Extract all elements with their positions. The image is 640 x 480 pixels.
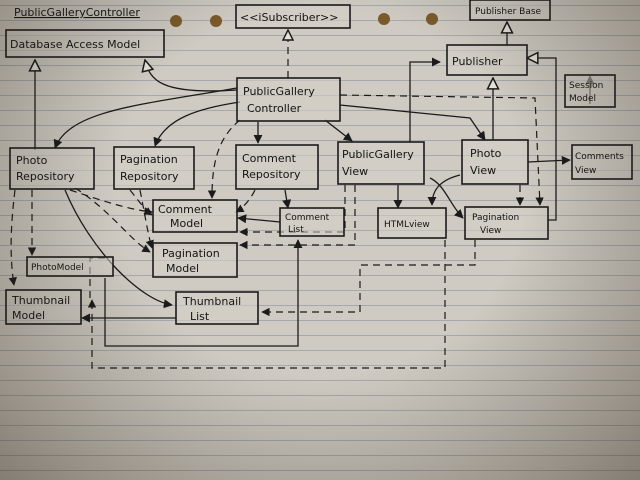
- gallery-view-pagination: [429, 177, 464, 219]
- binder-holes: [170, 13, 438, 27]
- pagination-repo-pagination-model: [139, 189, 154, 249]
- box-database-access-model: Database Access Model: [5, 29, 165, 58]
- svg-text:List: List: [190, 310, 210, 323]
- ctrl-comment-model: [207, 119, 241, 199]
- svg-text:Thumbnail: Thumbnail: [182, 295, 241, 308]
- box-pagination-view: Pagination View: [464, 206, 549, 240]
- photo-repo-thumbnail-list: [64, 189, 173, 309]
- pagination-view-extends-publisher: [527, 58, 557, 221]
- gallery-view-comment-list: [239, 185, 356, 250]
- photo-repo-comment-model: [69, 189, 153, 216]
- pagination-view-thumbnail-model: [87, 240, 446, 369]
- photo-repo-thumbnail-model: [8, 189, 17, 286]
- svg-text:Repository: Repository: [242, 168, 301, 181]
- svg-text:Model: Model: [12, 309, 45, 322]
- controller-extends-db: [145, 60, 238, 92]
- gallery-view-publisher: [409, 57, 441, 142]
- svg-text:Session: Session: [569, 81, 603, 91]
- box-publisher-base: Publisher Base: [469, 0, 551, 21]
- svg-text:Model: Model: [166, 262, 199, 275]
- svg-text:Controller: Controller: [247, 102, 302, 115]
- svg-text:Pagination: Pagination: [120, 153, 178, 166]
- ctrl-pagination-view: [339, 94, 544, 206]
- ctrl-gallery-view: [324, 119, 353, 142]
- svg-text:Pagination: Pagination: [162, 247, 220, 260]
- svg-text:HTMLview: HTMLview: [384, 220, 430, 230]
- svg-text:Model: Model: [170, 217, 203, 230]
- photo-view-comments: [527, 155, 571, 165]
- box-html-view: HTMLview: [377, 207, 447, 239]
- svg-text:Photo: Photo: [470, 147, 502, 160]
- svg-text:View: View: [342, 165, 368, 178]
- svg-text:Comment: Comment: [285, 213, 330, 223]
- svg-text:View: View: [470, 164, 496, 177]
- svg-text:View: View: [480, 226, 501, 236]
- ctrl-photo-view: [339, 104, 486, 141]
- svg-text:Comment: Comment: [242, 152, 297, 165]
- comment-list-comment-model: [237, 214, 281, 224]
- svg-text:Comment: Comment: [158, 203, 213, 216]
- box-pagination-repository: Pagination Repository: [113, 146, 195, 190]
- comment-repo-comment-list: [282, 189, 292, 209]
- box-thumbnail-model: Thumbnail Model: [5, 289, 82, 325]
- box-isubscriber: <<iSubscriber>>: [235, 4, 351, 29]
- connectors: [8, 22, 595, 369]
- box-comment-list: Comment List: [279, 207, 345, 237]
- svg-text:Repository: Repository: [120, 170, 179, 183]
- svg-text:Database Access Model: Database Access Model: [10, 38, 140, 51]
- box-public-gallery-controller: PublicGallery Controller: [236, 77, 341, 122]
- svg-text:Photo: Photo: [16, 154, 48, 167]
- svg-text:<<iSubscriber>>: <<iSubscriber>>: [240, 11, 339, 24]
- gallery-view-comment-model: [239, 185, 346, 237]
- box-photo-view: Photo View: [461, 139, 529, 185]
- diagram-title: PublicGalleryController: [14, 6, 140, 19]
- box-comment-repository: Comment Repository: [235, 144, 319, 190]
- box-photo-repository: Photo Repository: [9, 147, 95, 190]
- box-photo-model: PhotoModel: [26, 256, 114, 277]
- pagination-view-thumbnail-list: [261, 240, 476, 317]
- photo-repo-pagination-model: [74, 187, 151, 253]
- box-thumbnail-list: Thumbnail List: [175, 291, 259, 325]
- box-comment-model: Comment Model: [152, 199, 238, 233]
- svg-text:List: List: [288, 225, 304, 235]
- comment-repo-comment-model: [235, 189, 256, 213]
- box-pagination-model: Pagination Model: [152, 242, 238, 278]
- ctrl-photo-repo: [53, 87, 238, 149]
- box-session-model: Session Model: [564, 74, 616, 108]
- svg-text:View: View: [575, 166, 596, 176]
- ctrl-pagination-repo: [153, 101, 241, 147]
- box-public-gallery-view: PublicGallery View: [337, 141, 425, 185]
- svg-text:Publisher: Publisher: [452, 55, 503, 68]
- thumbnail-list-comment-list: [104, 239, 303, 347]
- svg-text:Model: Model: [569, 94, 596, 104]
- svg-text:Repository: Repository: [16, 170, 75, 183]
- svg-text:PublicGallery: PublicGallery: [243, 85, 315, 98]
- photo-view-html: [427, 174, 461, 206]
- svg-text:Pagination: Pagination: [472, 213, 519, 223]
- pagination-repo-comment-model: [129, 189, 153, 216]
- svg-text:Publisher Base: Publisher Base: [475, 7, 542, 17]
- box-comments-view: Comments View: [571, 144, 633, 180]
- svg-text:PublicGallery: PublicGallery: [342, 148, 414, 161]
- svg-text:PhotoModel: PhotoModel: [31, 263, 84, 273]
- svg-text:Thumbnail: Thumbnail: [11, 294, 70, 307]
- svg-text:Comments: Comments: [575, 152, 624, 162]
- box-publisher: Publisher: [446, 44, 528, 76]
